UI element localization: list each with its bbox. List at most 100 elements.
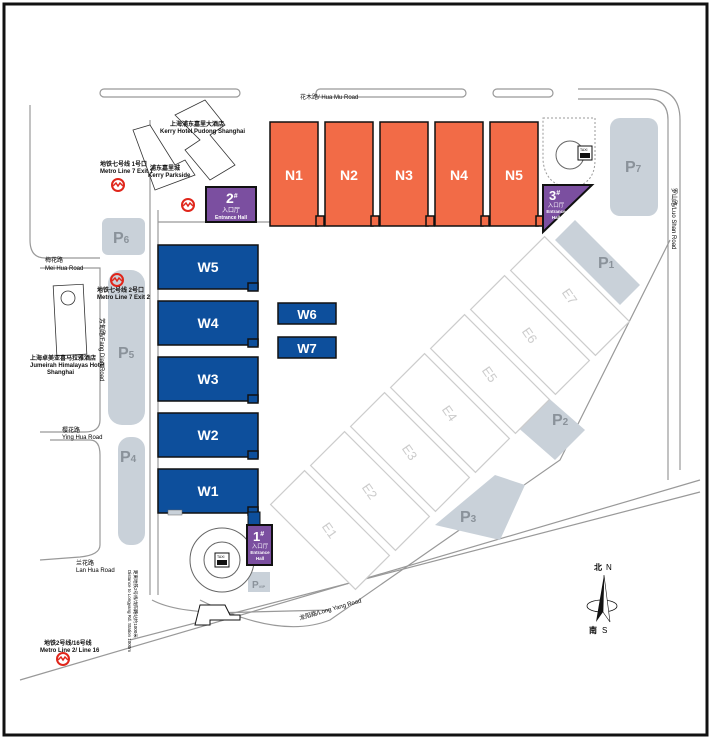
hall-w6[interactable]: W6 xyxy=(277,302,337,325)
metro-exit2-label-cn: 地铁七号线 2号口 xyxy=(97,286,144,294)
kerry-hotel-label-cn: 上海浦东嘉里大酒店 xyxy=(170,120,224,128)
compass-south-cn: 南 xyxy=(589,625,597,635)
svg-text:Entrance: Entrance xyxy=(546,209,566,214)
hall-e3[interactable]: E3 xyxy=(349,391,471,513)
hall-label: W4 xyxy=(198,315,219,331)
road-label-fang-dian: 芳甸路/Fang Dian Road xyxy=(98,318,106,381)
hall-label: N3 xyxy=(395,167,413,183)
entrance-hall-3[interactable]: 3# 入口厅 Entrance Hall xyxy=(542,184,595,235)
metro-icon xyxy=(110,273,124,287)
parking-p1: P1 xyxy=(598,255,615,272)
hall-e4[interactable]: E4 xyxy=(389,352,511,474)
road-label-mei-hua: Mei Hua Road xyxy=(45,266,83,272)
landmarks: 上海浦东嘉里大酒店 Kerry Hotel Pudong Shanghai 浦东… xyxy=(30,99,245,654)
hall-label: E4 xyxy=(439,402,460,424)
hall-label: W3 xyxy=(198,371,219,387)
metro-icon xyxy=(111,178,125,192)
kerry-parkside-label-cn: 浦东嘉里城 xyxy=(150,164,180,172)
metro-line2-label: Metro Line 2/ Line 16 xyxy=(40,648,100,654)
road-label-luo-shan: 罗山路/Luo Shan Road xyxy=(670,188,678,249)
entrance-hall-1[interactable]: 1# 入口厅 Entrance Hall xyxy=(246,511,273,566)
svg-text:Hall: Hall xyxy=(256,556,264,561)
svg-text:2#: 2# xyxy=(226,190,238,206)
station-distance-label-cn: 距离地铁2号线/龙阳路站约1000米 xyxy=(132,570,139,638)
hall-n1[interactable]: N1 xyxy=(269,121,325,227)
jumeirah-label-cn: 上海卓美亚喜马拉雅酒店 xyxy=(30,354,96,362)
hall-label: N2 xyxy=(340,167,358,183)
compass-north: N xyxy=(606,563,612,572)
road-label-mei-hua-cn: 梅花路 xyxy=(45,256,63,264)
hall-e5[interactable]: E5 xyxy=(429,313,551,435)
hall-label: W7 xyxy=(297,341,317,356)
compass-north-cn: 北 xyxy=(594,562,602,572)
svg-text:1#: 1# xyxy=(253,529,264,544)
svg-text:Entrance: Entrance xyxy=(250,550,270,555)
hall-label: E7 xyxy=(559,285,580,307)
hall-w3[interactable]: W3 xyxy=(157,356,259,404)
entrance-hall-2[interactable]: 2# 入口厅 Entrance Hall xyxy=(205,186,257,223)
parking-areas: P1 P2 P3 P4 P5 P6 P7 PVIP xyxy=(102,118,658,592)
metro-exit2-label: Metro Line 7 Exit 2 xyxy=(97,295,151,301)
hall-label: W2 xyxy=(198,427,219,443)
hall-n5[interactable]: N5 xyxy=(489,121,545,227)
svg-text:入口厅: 入口厅 xyxy=(548,202,565,209)
hall-n2[interactable]: N2 xyxy=(324,121,380,227)
taxi-stand-north: TAXI xyxy=(542,117,596,189)
kerry-hotel-label: Kerry Hotel Pudong Shanghai xyxy=(160,129,245,135)
svg-text:入口厅: 入口厅 xyxy=(222,207,240,214)
hall-w4[interactable]: W4 xyxy=(157,300,259,348)
parking-p2: P2 xyxy=(552,412,569,429)
hall-e6[interactable]: E6 xyxy=(469,274,591,396)
hall-label: E6 xyxy=(519,324,540,346)
road-label-hua-mu: 花木路/ Hua Mu Road xyxy=(300,93,358,101)
road-label-lan-hua-cn: 兰花路 xyxy=(76,559,94,567)
hall-w7[interactable]: W7 xyxy=(277,336,337,359)
taxi-icon: TAXI xyxy=(217,555,225,559)
hall-label: W1 xyxy=(198,483,219,499)
hall-label: E2 xyxy=(359,480,380,502)
hall-label: N5 xyxy=(505,167,523,183)
parking-p5: P5 xyxy=(118,345,135,362)
compass: 北 N 南 S xyxy=(586,562,618,635)
compass-south: S xyxy=(602,626,607,635)
parking-p6: P6 xyxy=(113,230,130,247)
metro-icon xyxy=(181,198,195,212)
parking-p7: P7 xyxy=(625,159,642,176)
parking-vip: PVIP xyxy=(252,580,265,591)
north-halls: N1 N2 N3 N4 N5 xyxy=(269,121,545,227)
jumeirah-label: Jumeirah Himalayas Hotel xyxy=(30,363,105,369)
hall-label: N4 xyxy=(450,167,468,183)
metro-exit1-label-cn: 地铁七号线 1号口 xyxy=(100,160,147,168)
taxi-icon: TAXI xyxy=(580,148,588,152)
hall-label: E3 xyxy=(399,441,420,463)
hall-label: W5 xyxy=(198,259,219,275)
hall-w1[interactable]: W1 xyxy=(157,468,259,516)
jumeirah-label-city: Shanghai xyxy=(47,370,74,376)
hall-w5[interactable]: W5 xyxy=(157,244,259,292)
hall-label: E1 xyxy=(319,519,340,541)
metro-icons xyxy=(56,178,195,666)
svg-text:Hall: Hall xyxy=(552,215,560,220)
hall-n4[interactable]: N4 xyxy=(434,121,490,227)
parking-p4: P4 xyxy=(120,449,137,466)
road-label-ying-hua-cn: 樱花路 xyxy=(62,426,80,434)
hall-e1[interactable]: E1 xyxy=(269,469,391,591)
hall-w2[interactable]: W2 xyxy=(157,412,259,460)
metro-line2-label-cn: 地铁2号线/16号线 xyxy=(44,639,92,647)
hall-e7[interactable]: E7 xyxy=(509,235,631,357)
hall-e2[interactable]: E2 xyxy=(309,430,431,552)
svg-text:入口厅: 入口厅 xyxy=(252,543,269,550)
hall-n3[interactable]: N3 xyxy=(379,121,435,227)
taxi-stand-south: TAXI xyxy=(189,527,255,593)
road-label-lan-hua: Lan Hua Road xyxy=(76,568,115,574)
svg-text:3#: 3# xyxy=(549,188,560,203)
metro-icon xyxy=(56,652,70,666)
road-label-ying-hua: Ying Hua Road xyxy=(62,435,102,441)
hall-label: N1 xyxy=(285,167,303,183)
kerry-parkside-label: Kerry Parkside xyxy=(148,173,191,179)
